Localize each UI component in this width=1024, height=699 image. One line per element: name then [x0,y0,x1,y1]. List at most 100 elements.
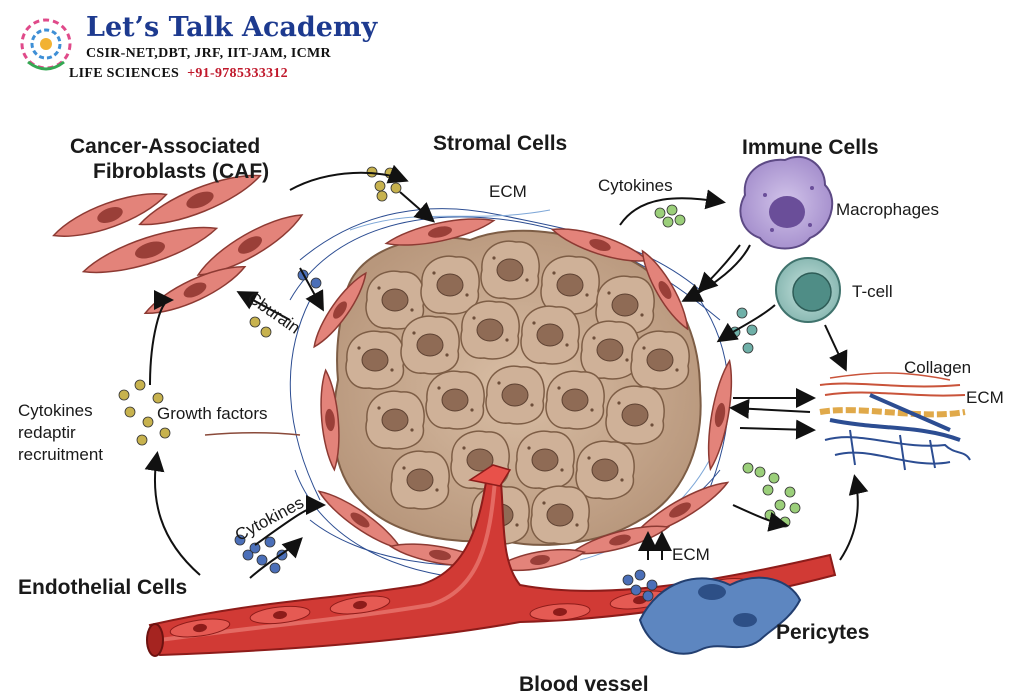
academy-subtitle: CSIR-NET,DBT, JRF, IIT-JAM, ICMR [86,46,331,61]
molecule-dot [242,549,254,561]
molecule-dot [634,569,646,581]
arrow-tcell-to-tumor [716,304,776,343]
ecm-bottom-label: ECM [672,545,710,564]
arrow-caf-down [299,267,324,312]
arrow-macro-to-tumor-1 [681,244,751,302]
molecule-dot [134,379,146,391]
stromal-fibroblast [493,548,587,572]
molecule-dot [774,499,786,511]
cytokines-left-line1: Cytokines [18,401,93,420]
pericytes-heading: Pericytes [776,621,870,644]
molecule-dot [142,416,154,428]
caf-cell [196,214,304,276]
tumor-cell [480,240,540,300]
tumor-cell [365,390,425,450]
molecule-dot [742,342,754,354]
macrophages-label: Macrophages [836,200,940,219]
arrow-cytokines-to-tumor [254,495,326,546]
molecule-dot [654,207,666,219]
molecule-dot [249,316,261,328]
tumor-cell [485,365,545,425]
t-cell [775,257,841,323]
tumor-cell [425,370,485,430]
molecule-dot [754,466,766,478]
molecule-dot [124,406,136,418]
caf-cell [143,266,247,314]
molecule-dot [374,180,386,192]
endothelial-cells [169,578,751,638]
molecule-dot [779,516,791,528]
molecule-dot [264,536,276,548]
flow-arrows [144,164,869,579]
academy-title: Let’s Talk Academy [86,12,378,43]
cytokines-left-line3: recruitment [18,445,104,464]
molecule-dot [674,214,686,226]
molecule-dot [662,216,674,228]
arrow-tcell-to-ecm [824,324,848,372]
arrow-endothelial-up [144,451,201,576]
stromal-fibroblast [641,249,689,331]
growth-factor-line [204,432,301,436]
caf-cell [138,174,262,226]
endothelial-cell [329,595,391,615]
blood-vessel-heading: Blood vessel [519,673,649,696]
cytokines-left-line2: redaptir [18,423,76,442]
molecule-dot [666,204,678,216]
molecule-dot [152,392,164,404]
molecule-dot [234,534,246,546]
endothelial-cell [169,618,231,638]
molecule-dot [762,484,774,496]
molecule-dot [159,427,171,439]
cytokines-top-label: Cytokines [598,176,673,195]
arrow-stromal-to-tumor [399,191,436,223]
tumor-cell [530,485,590,545]
collagen-label: Collagen [904,358,972,377]
molecule-dot [256,554,268,566]
molecule-dot [789,502,801,514]
stromal-fibroblast [320,368,340,472]
tumor-cell [575,440,635,500]
stromal-fibroblast [707,358,733,472]
tumor-cell [595,275,655,335]
molecule-dot [118,389,130,401]
pericyte-cells [638,576,802,655]
arrow-cytokines-to-macrophage [619,189,726,226]
collagen-ecm-network [819,372,971,471]
tumor-cell [345,330,405,390]
molecule-dot [742,462,754,474]
arrow-caf-up [236,291,291,321]
stromal-cells-heading: Stromal Cells [433,132,568,155]
molecule-dot [768,472,780,484]
molecule-dot [736,307,748,319]
caf-cell [81,226,219,274]
tumor-cells [345,240,690,545]
molecule-dot [260,326,272,338]
endothelial-cell [529,603,591,621]
t-cell-label: T-cell [852,282,893,301]
molecule-dot [376,190,388,202]
stromal-fibroblast [313,271,367,349]
arrow-cytokines-to-caf [149,290,174,386]
macrophage-cell [739,155,834,250]
tumor-cell [605,385,665,445]
tumor-cell [580,320,640,380]
growth-factors-label: Growth factors [157,404,268,423]
tumor-cell [515,430,575,490]
endothelial-cells-heading: Endothelial Cells [18,576,188,599]
arrow-to-pericytes [732,504,789,532]
arrow-ecm-to-tumor [729,398,811,419]
molecule-dot [646,579,658,591]
immune-cells-heading: Immune Cells [742,136,879,159]
tumor-cell [420,255,480,315]
academy-contact: LIFE SCIENCES+91-9785333312 [69,66,288,82]
molecule-dot [390,182,402,194]
stromal-fibroblast [384,218,496,246]
molecule-dot [310,277,322,289]
tumor-cell [390,450,450,510]
arrow-vessel-up [249,537,303,579]
caf-heading-line1: Cancer-Associated [70,135,261,158]
arrow-tumor-to-ecm-2 [739,419,816,440]
molecule-dot [269,562,281,574]
academy-field: LIFE SCIENCES [69,66,180,81]
